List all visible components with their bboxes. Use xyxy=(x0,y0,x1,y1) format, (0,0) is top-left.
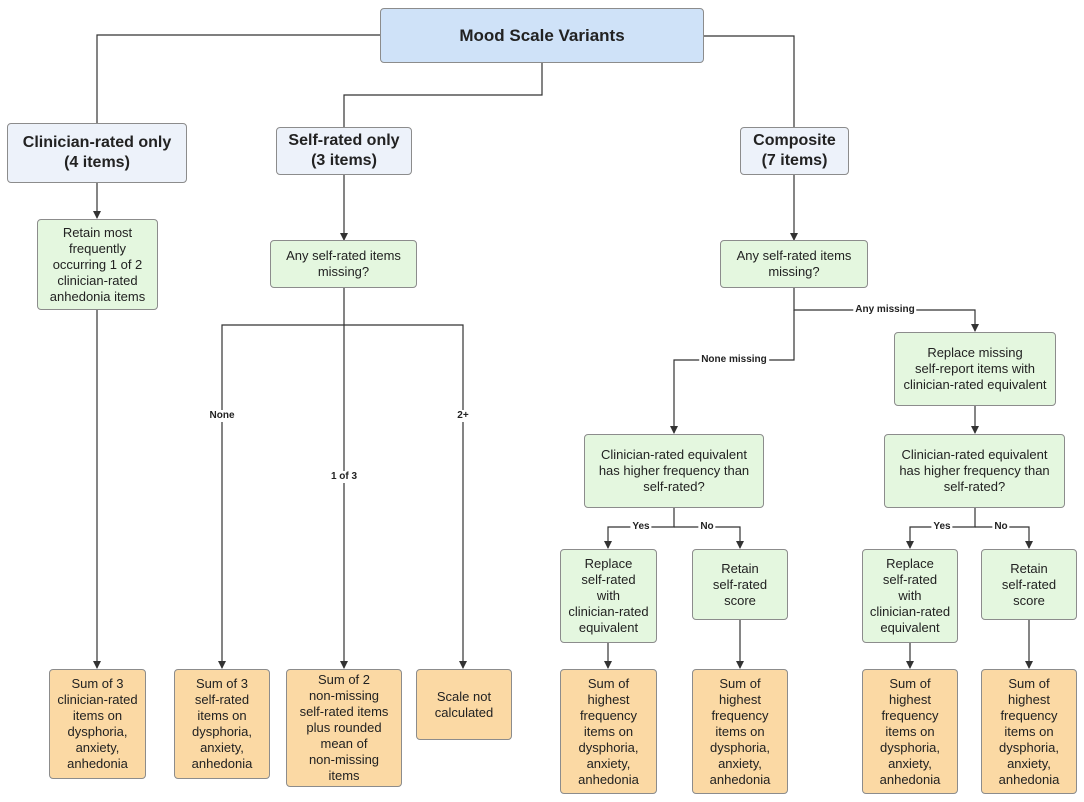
edge-label-two-plus: 2+ xyxy=(455,410,471,422)
higher-frequency-question-left: Clinician-rated equivalent has higher fr… xyxy=(584,434,764,508)
composite-replace-missing-step: Replace missing self-report items with c… xyxy=(894,332,1056,406)
edge-label-yes-right: Yes xyxy=(931,521,953,533)
outcome-clinician-sum: Sum of 3 clinician-rated items on dyspho… xyxy=(49,669,146,779)
higher-frequency-question-right: Clinician-rated equivalent has higher fr… xyxy=(884,434,1065,508)
edge-label-no-left: No xyxy=(698,521,716,533)
outcome-composite-sum-4: Sum of highest frequency items on dyspho… xyxy=(981,669,1077,794)
edge-label-no-right: No xyxy=(992,521,1010,533)
edge-root-clinician xyxy=(96,34,380,126)
outcome-self-sum-one-missing: Sum of 2 non-missing self-rated items pl… xyxy=(286,669,402,787)
edge-label-none: None xyxy=(207,410,237,422)
composite-node: Composite (7 items) xyxy=(740,127,849,175)
edge-left-no xyxy=(674,526,744,549)
composite-missing-question: Any self-rated items missing? xyxy=(720,240,868,288)
self-rated-node: Self-rated only (3 items) xyxy=(276,127,412,175)
outcome-composite-sum-2: Sum of highest frequency items on dyspho… xyxy=(692,669,788,794)
outcome-composite-sum-3: Sum of highest frequency items on dyspho… xyxy=(862,669,958,794)
edge-label-yes-left: Yes xyxy=(630,521,652,533)
outcome-composite-sum-1: Sum of highest frequency items on dyspho… xyxy=(560,669,657,794)
clinician-retain-step: Retain most frequently occurring 1 of 2 … xyxy=(37,219,158,310)
edge-self-two-plus xyxy=(344,324,467,669)
outcome-self-not-calculated: Scale not calculated xyxy=(416,669,512,740)
edge-self-question-branch xyxy=(218,288,345,669)
clinician-rated-node: Clinician-rated only (4 items) xyxy=(7,123,187,183)
edge-root-composite xyxy=(704,35,795,127)
edge-label-any-missing: Any missing xyxy=(853,304,917,316)
root-node: Mood Scale Variants xyxy=(380,8,704,63)
edge-root-self xyxy=(343,63,543,129)
retain-self-rated-left: Retain self-rated score xyxy=(692,549,788,620)
edge-label-one-of-three: 1 of 3 xyxy=(328,471,360,483)
retain-self-rated-right: Retain self-rated score xyxy=(981,549,1077,620)
edge-none-missing xyxy=(670,310,795,434)
edge-label-none-missing: None missing xyxy=(699,354,769,366)
self-missing-question: Any self-rated items missing? xyxy=(270,240,417,288)
replace-with-clinician-left: Replace self-rated with clinician-rated … xyxy=(560,549,657,643)
outcome-self-sum-none-missing: Sum of 3 self-rated items on dysphoria, … xyxy=(174,669,270,779)
replace-with-clinician-right: Replace self-rated with clinician-rated … xyxy=(862,549,958,643)
